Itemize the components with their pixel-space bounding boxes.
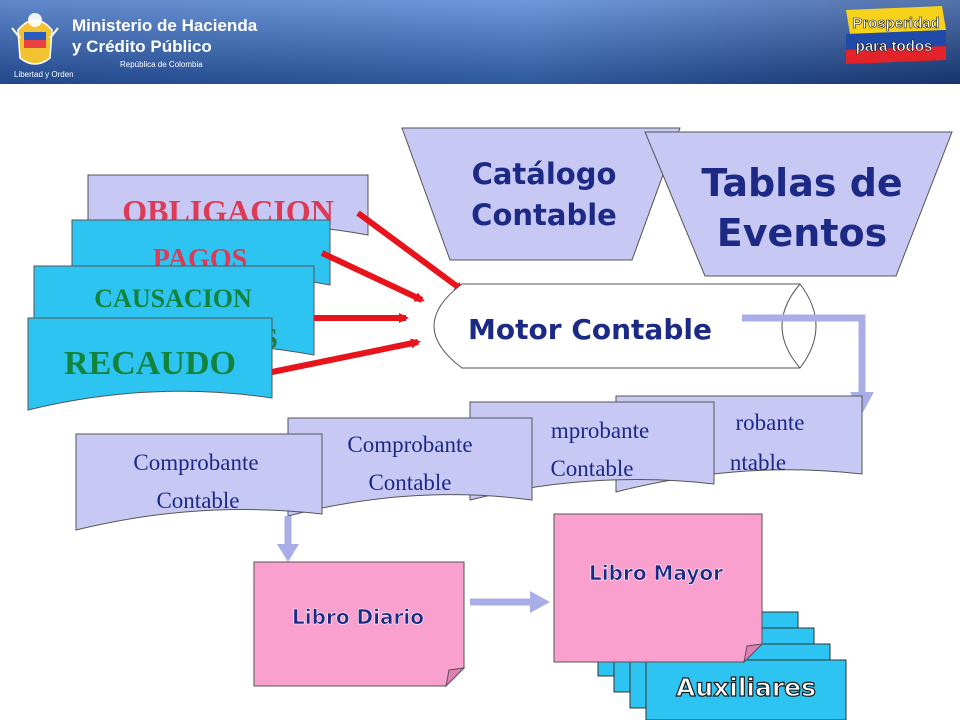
voucher-1-line2: Contable — [156, 488, 239, 513]
voucher-1-line1: Comprobante — [133, 450, 258, 475]
voucher-3-line2: Contable — [550, 456, 633, 481]
libro-mayor-label: Libro Mayor — [589, 561, 723, 585]
slogan-logo: Prosperidad para todos — [846, 6, 946, 64]
auxiliares-label: Auxiliares — [676, 673, 816, 702]
eventos-line1: Tablas de — [701, 161, 902, 205]
voucher-4-line1: robante — [736, 410, 805, 435]
ministry-title-line1: Ministerio de Hacienda — [72, 16, 258, 35]
arrow-recaudo — [271, 338, 421, 375]
voucher-2-line1: Comprobante — [347, 432, 472, 457]
slogan-line1: Prosperidad — [852, 15, 940, 32]
arrow-obligacion — [356, 210, 465, 293]
coat-of-arms-icon — [11, 13, 59, 65]
motor-contable-label: Motor Contable — [468, 313, 712, 346]
motto-text: Libertad y Orden — [14, 70, 74, 79]
doc-causacion-label: CAUSACION — [94, 284, 252, 313]
libro-diario-page: Libro Diario — [253, 561, 466, 688]
motor-contable-engine: Motor Contable — [433, 283, 817, 369]
libro-diario-label: Libro Diario — [292, 605, 424, 629]
tablas-de-eventos-shape: Tablas de Eventos — [644, 131, 953, 277]
diario-to-mayor-arrow — [470, 591, 550, 613]
voucher-3-line1: mprobante — [551, 418, 649, 443]
input-arrows — [271, 210, 465, 375]
voucher-1: Comprobante Contable — [75, 433, 323, 531]
doc-recaudo: RECAUDO — [27, 317, 273, 411]
arrow-pagos — [320, 250, 425, 303]
catalogo-line2: Contable — [471, 198, 617, 232]
libro-mayor-page: Libro Mayor — [553, 513, 764, 664]
header-bar: Libertad y Orden Ministerio de Hacienda … — [0, 0, 960, 84]
catalogo-contable-shape: Catálogo Contable — [401, 127, 681, 261]
voucher-to-diario-arrow — [277, 516, 299, 562]
ministry-title-line2: y Crédito Público — [72, 37, 212, 56]
voucher-2-line2: Contable — [368, 470, 451, 495]
eventos-line2: Eventos — [717, 211, 887, 255]
voucher-4-line2: ntable — [730, 450, 786, 475]
doc-recaudo-label: RECAUDO — [64, 345, 236, 382]
catalogo-line1: Catálogo — [472, 157, 617, 191]
republic-subtitle: República de Colombia — [120, 60, 203, 69]
slogan-line2: para todos — [856, 38, 933, 55]
voucher-2: Comprobante Contable — [287, 417, 533, 517]
